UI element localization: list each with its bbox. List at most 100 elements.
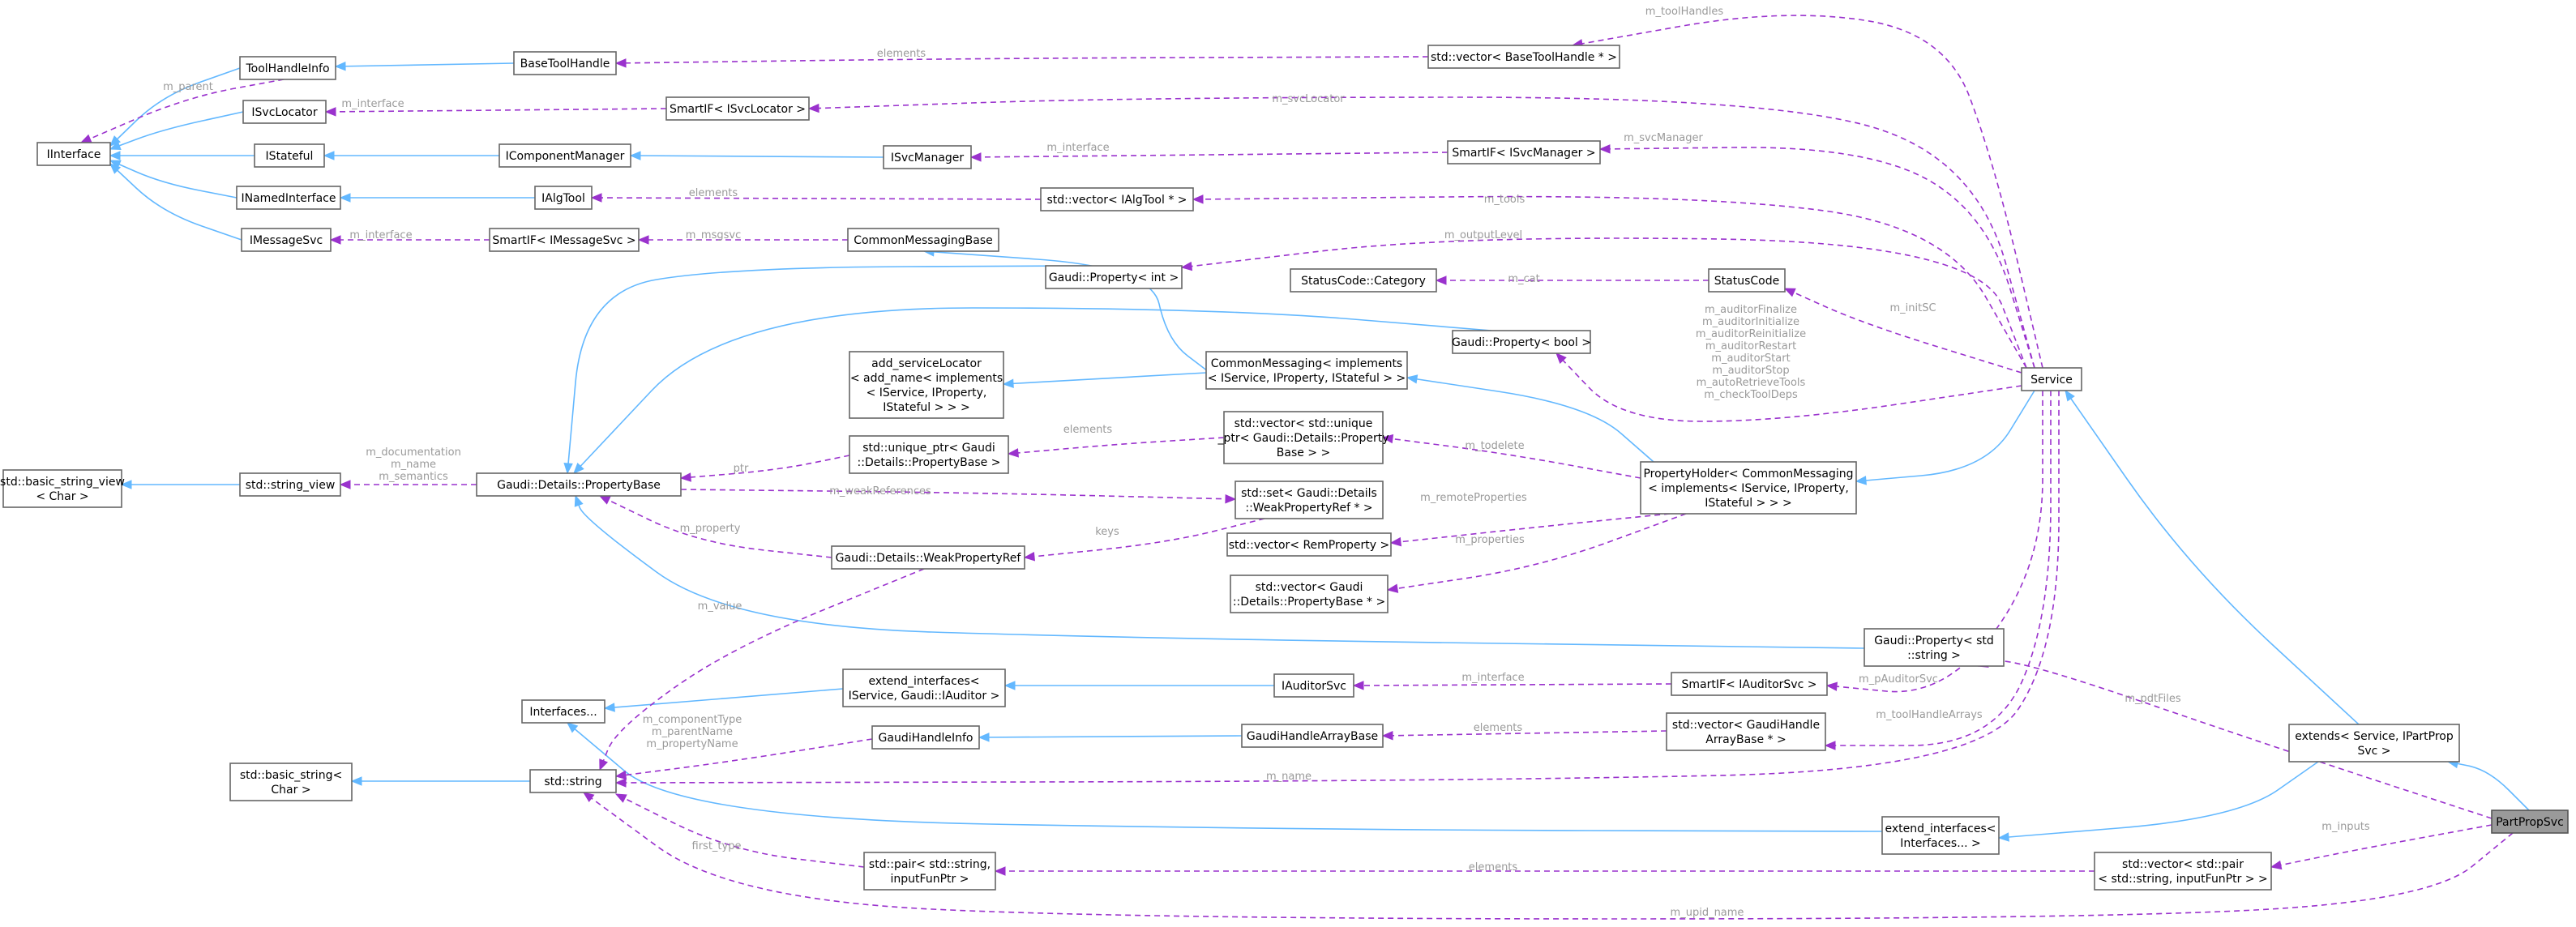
class-node-label: std::vector< std::pair <box>2122 858 2244 871</box>
arrowhead <box>109 160 122 169</box>
inheritance-edge <box>1003 681 1274 690</box>
class-node-statuscode-category[interactable]: StatusCode::Category <box>1290 268 1437 293</box>
usage-edge: elements <box>590 187 1042 203</box>
class-node-label: Svc > <box>2357 745 2390 758</box>
class-node-statuscode[interactable]: StatusCode <box>1708 268 1786 293</box>
edge-label: m_tools <box>1484 194 1525 206</box>
class-node-weakpropertyref[interactable]: Gaudi::Details::WeakPropertyRef <box>831 545 1025 570</box>
arrowhead <box>679 472 691 482</box>
class-node-smartif-iauditorsvc[interactable]: SmartIF< IAuditorSvc > <box>1671 672 1828 696</box>
usage-edge: m_remoteProperties <box>1389 492 1671 547</box>
class-node-box <box>534 186 593 210</box>
class-node-label: ArrayBase * > <box>1705 733 1786 746</box>
class-node-interfaces[interactable]: Interfaces... <box>521 699 605 724</box>
inheritance-edge <box>978 733 1243 742</box>
class-node-basetoolhandle[interactable]: BaseToolHandle <box>513 51 617 75</box>
class-node-smartif-isvcmanager[interactable]: SmartIF< ISvcManager > <box>1447 140 1601 164</box>
class-node-propertyholder[interactable]: PropertyHolder< CommonMessaging< impleme… <box>1640 461 1857 515</box>
class-node-iauditorsvc[interactable]: IAuditorSvc <box>1273 673 1354 698</box>
arrowhead <box>1435 276 1447 285</box>
class-node-ialgtool[interactable]: IAlgTool <box>534 186 593 210</box>
class-node-vector-remproperty[interactable]: std::vector< RemProperty > <box>1226 532 1392 557</box>
edge-line <box>1572 15 2043 369</box>
class-node-box <box>1241 724 1384 748</box>
class-node-inamedinterface[interactable]: INamedInterface <box>236 186 341 210</box>
class-node-std-string[interactable]: std::string <box>529 769 617 793</box>
class-node-isvclocator[interactable]: ISvcLocator <box>242 100 327 124</box>
class-node-gaudihandleinfo[interactable]: GaudiHandleInfo <box>871 725 980 750</box>
class-node-label: ISvcLocator <box>251 106 317 119</box>
edge-line <box>808 96 2035 369</box>
edge-line <box>615 793 865 868</box>
class-node-label: ::WeakPropertyRef * > <box>1245 502 1372 515</box>
class-node-imessagesvc[interactable]: IMessageSvc <box>241 228 332 252</box>
class-node-property-bool[interactable]: Gaudi::Property< bool > <box>1452 330 1591 354</box>
class-node-iinterface[interactable]: IInterface <box>36 142 111 166</box>
class-node-smartif-isvclocator[interactable]: SmartIF< ISvcLocator > <box>665 96 810 121</box>
class-node-basic-string[interactable]: std::basic_string<Char > <box>229 763 353 801</box>
class-node-smartif-imessagesvc[interactable]: SmartIF< IMessageSvc > <box>489 228 640 252</box>
class-node-property-int[interactable]: Gaudi::Property< int > <box>1045 265 1183 289</box>
class-node-property-string[interactable]: Gaudi::Property< std::string > <box>1864 628 2005 667</box>
edge-line <box>1008 437 1225 455</box>
class-node-vector-basetoolhandle[interactable]: std::vector< BaseToolHandle * > <box>1427 45 1620 69</box>
class-node-label: IAuditorSvc <box>1282 680 1346 693</box>
arrowhead <box>629 151 641 160</box>
class-node-set-weakref[interactable]: std::set< Gaudi::Details::WeakPropertyRe… <box>1235 481 1384 519</box>
class-node-label: < IService, IProperty, IStateful > > <box>1208 372 1406 385</box>
class-node-commonmessagingbase[interactable]: CommonMessagingBase <box>847 228 999 252</box>
edge-line <box>1825 391 2052 746</box>
class-node-vector-pair[interactable]: std::vector< std::pair< std::string, inp… <box>2094 852 2272 891</box>
class-node-basic-string-view[interactable]: std::basic_string_view< Char > <box>0 469 125 508</box>
edge-label: m_toolHandles <box>1645 6 1724 18</box>
arrowhead <box>334 62 346 71</box>
class-node-unique-ptr[interactable]: std::unique_ptr< Gaudi::Details::Propert… <box>849 435 1009 474</box>
class-node-extend-interfaces-iauditor[interactable]: extend_interfaces<IService, Gaudi::IAudi… <box>842 669 1006 707</box>
class-node-string-view[interactable]: std::string_view <box>239 472 341 497</box>
class-node-pair[interactable]: std::pair< std::string,inputFunPtr > <box>863 852 996 891</box>
class-node-vector-ialgtool[interactable]: std::vector< IAlgTool * > <box>1040 187 1194 211</box>
class-node-label: Service <box>2030 374 2073 387</box>
edge-label: m_autoRetrieveTools <box>1697 377 1806 389</box>
edge-label: m_property <box>680 523 741 535</box>
class-node-label: std::vector< RemProperty > <box>1229 539 1389 552</box>
class-node-label: CommonMessaging< implements <box>1211 357 1402 370</box>
class-node-label: GaudiHandleInfo <box>879 732 973 745</box>
class-node-vector-unique-ptr[interactable]: std::vector< std::unique_ptr< Gaudi::Det… <box>1217 411 1389 464</box>
class-node-add-servicelocator[interactable]: add_serviceLocator< add_name< implements… <box>849 351 1004 419</box>
usage-edge: keys <box>1023 518 1265 562</box>
class-node-label: inputFunPtr > <box>891 873 969 886</box>
edge-label: m_initSC <box>1889 302 1936 314</box>
class-node-toolhandleinfo[interactable]: ToolHandleInfo <box>239 56 336 80</box>
class-node-istateful[interactable]: IStateful <box>254 143 325 168</box>
class-node-icomponentmanager[interactable]: IComponentManager <box>499 143 631 168</box>
class-node-label: Gaudi::Property< std <box>1874 634 1994 647</box>
edge-line <box>591 197 1042 200</box>
class-node-partpropsvc[interactable]: PartPropSvc <box>2491 810 2569 834</box>
class-node-box <box>513 51 617 75</box>
class-node-extend-interfaces-generic[interactable]: extend_interfaces<Interfaces... > <box>1881 816 2000 855</box>
class-node-commonmessaging-impl[interactable]: CommonMessaging< implements < IService, I… <box>1205 351 1408 390</box>
class-node-box <box>236 186 341 210</box>
edge-label: m_name <box>391 459 436 471</box>
class-node-propertybase[interactable]: Gaudi::Details::PropertyBase <box>476 472 682 497</box>
class-node-service[interactable]: Service <box>2021 367 2082 391</box>
arrowhead <box>2270 860 2283 870</box>
edge-label: m_cat <box>1508 273 1539 285</box>
inheritance-edge <box>109 111 244 150</box>
class-node-vector-propertybase[interactable]: std::vector< Gaudi::Details::PropertyBas… <box>1230 575 1389 613</box>
inheritance-edge <box>1002 372 1207 389</box>
arrowhead <box>109 141 122 150</box>
usage-edge: m_interface <box>969 142 1448 162</box>
class-node-isvcmanager[interactable]: ISvcManager <box>883 145 972 169</box>
edge-label: m_todelete <box>1465 440 1524 452</box>
class-node-gaudihandlearraybase[interactable]: GaudiHandleArrayBase <box>1241 724 1384 748</box>
class-node-vector-gaudihandle[interactable]: std::vector< GaudiHandleArrayBase * > <box>1666 712 1826 751</box>
edge-label: m_interface <box>349 229 412 241</box>
edge-line <box>1599 147 2035 369</box>
inheritance-edge <box>1406 374 1654 463</box>
usage-edge: m_tools <box>1192 194 2027 369</box>
class-node-label: ::Details::PropertyBase > <box>858 456 1001 469</box>
edge-label: m_auditorStart <box>1711 352 1790 365</box>
